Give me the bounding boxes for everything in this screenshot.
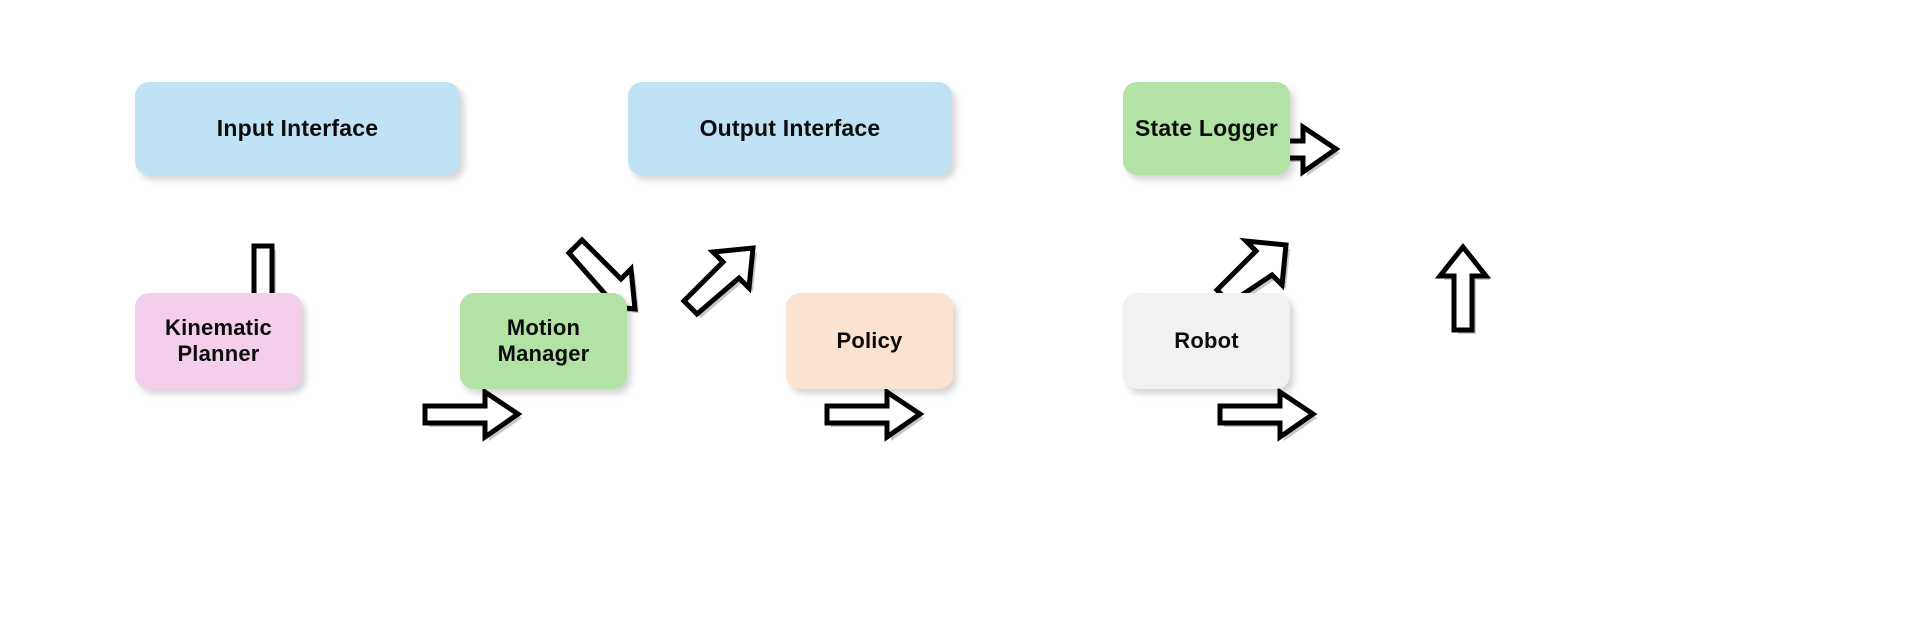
node-label: Output Interface	[699, 114, 881, 141]
node-motion-manager[interactable]: Motion Manager	[460, 293, 627, 389]
node-policy[interactable]: Policy	[786, 293, 953, 389]
node-label: Robot	[1174, 328, 1239, 354]
node-label: Input Interface	[216, 114, 379, 141]
arrow-kinematic-to-motion	[422, 387, 523, 442]
node-label: Motion Manager	[497, 315, 590, 366]
arrow-robot-to-state-logger	[1434, 242, 1492, 334]
arrow-motion-to-output	[680, 245, 757, 318]
node-robot[interactable]: Robot	[1123, 293, 1290, 389]
node-label: State Logger	[1135, 114, 1278, 141]
arrow-motion-to-policy	[824, 387, 925, 442]
node-input-interface[interactable]: Input Interface	[135, 82, 460, 175]
node-label: Policy	[836, 328, 903, 354]
arrow-policy-to-robot	[1217, 387, 1318, 442]
node-output-interface[interactable]: Output Interface	[628, 82, 952, 175]
node-label: Kinematic Planner	[165, 315, 272, 366]
node-kinematic-planner[interactable]: Kinematic Planner	[135, 293, 302, 389]
node-state-logger[interactable]: State Logger	[1123, 82, 1290, 175]
